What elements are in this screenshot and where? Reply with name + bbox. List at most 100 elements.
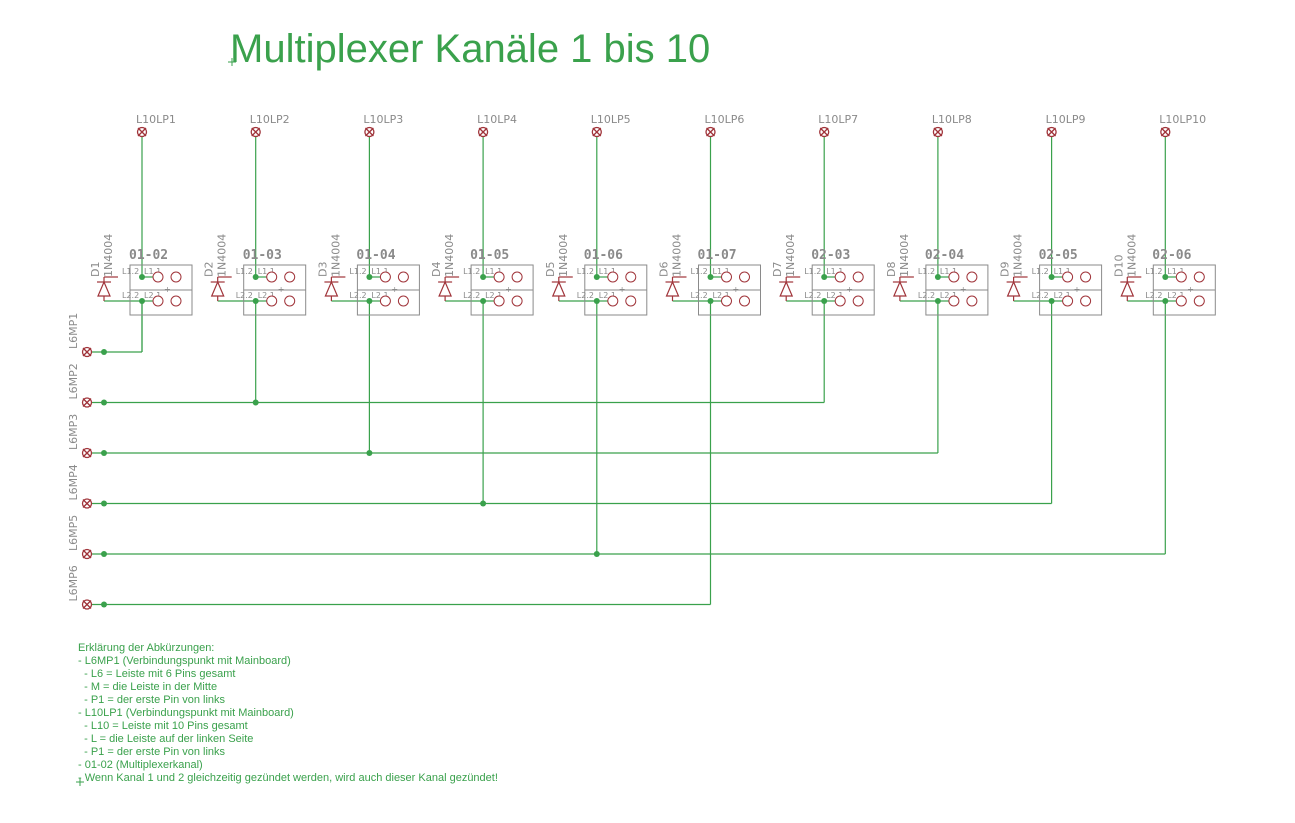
legend-line: Erklärung der Abkürzungen: (78, 642, 214, 654)
relay-pad-icon (966, 271, 978, 283)
diode-name-label: D7 (771, 262, 784, 277)
relay-pin-label: L2.1 (713, 291, 730, 300)
junction-dot (593, 274, 600, 280)
top-connector-pin-icon (1160, 126, 1171, 138)
relay-pad-icon (1080, 295, 1092, 307)
relay-pad-icon (852, 271, 864, 283)
relay-pin-label: L1.2 (236, 267, 253, 276)
relay-channel-label: 01-04 (356, 248, 395, 263)
junction-dot (593, 551, 600, 557)
relay-pad-icon (379, 271, 391, 283)
junction-dot (101, 349, 107, 355)
top-connector-label: L10LP5 (591, 113, 631, 126)
left-connector-label: L6MP2 (67, 363, 80, 399)
relay-plus-label: + (960, 285, 967, 294)
relay-pad-icon (607, 295, 619, 307)
relay-channel-label: 02-06 (1152, 248, 1191, 263)
relay-pad-icon (834, 271, 846, 283)
diode-name-label: D2 (203, 262, 216, 277)
relay-pad-icon (397, 271, 409, 283)
junction-dot (252, 399, 259, 406)
origin-marker-bottom (76, 778, 84, 786)
relay-plus-label: + (505, 285, 512, 294)
origin-marker-top (228, 58, 236, 66)
relay-plus-label: + (164, 285, 171, 294)
relay-pad-icon (948, 295, 960, 307)
diode-part-label: 1N4004 (443, 234, 456, 277)
junction-dot (366, 274, 373, 280)
relay-pad-icon (397, 295, 409, 307)
diode-icon (892, 276, 914, 301)
diode-part-label: 1N4004 (784, 234, 797, 277)
relay-pad-icon (1062, 271, 1074, 283)
relay-pin-label: L2.1 (599, 291, 616, 300)
diode-icon (97, 276, 118, 301)
junction-dot (101, 450, 107, 456)
top-connector-label: L10LP3 (363, 113, 403, 126)
left-connector-label: L6MP4 (67, 464, 80, 500)
legend-line: - L10 = Leiste mit 10 Pins gesamt (78, 720, 248, 732)
relay-pad-icon (511, 295, 523, 307)
left-connector-pin-icon (81, 548, 93, 560)
relay-pin-label: L2.2 (918, 291, 935, 300)
relay-pad-icon (1175, 295, 1187, 307)
junction-dot (480, 500, 487, 507)
diode-part-label: 1N4004 (1012, 234, 1025, 277)
relay-pad-icon (493, 271, 505, 283)
top-connector-label: L10LP10 (1159, 113, 1206, 126)
diode-icon (665, 276, 687, 301)
relay-pin-label: L1.2 (463, 267, 480, 276)
relay-pad-icon (284, 295, 296, 307)
top-connector-label: L10LP9 (1046, 113, 1086, 126)
legend-line: - Wenn Kanal 1 und 2 gleichzeitig gezünd… (78, 772, 498, 784)
relay-pad-icon (852, 295, 864, 307)
relay-pad-icon (739, 295, 750, 307)
relay-channel-label: 02-05 (1039, 248, 1078, 263)
top-connector-label: L10LP6 (705, 113, 745, 126)
junction-dot (1048, 274, 1055, 280)
junction-dot (101, 551, 107, 557)
relay-pad-icon (152, 271, 164, 283)
diode-icon (210, 276, 232, 301)
relay-pin-label: L1.1 (1054, 267, 1071, 276)
relay-pin-label: L1.2 (577, 267, 594, 276)
diode-part-label: 1N4004 (329, 234, 342, 277)
relay-pad-icon (170, 295, 182, 307)
relay-pin-label: L1.1 (1167, 267, 1184, 276)
legend: Erklärung der Abkürzungen:- L6MP1 (Verbi… (78, 642, 498, 784)
wires-layer (91, 136, 1177, 608)
junction-dot (101, 500, 107, 507)
relay-pin-label: L2.1 (940, 291, 957, 300)
relay-pin-label: L2.1 (144, 291, 161, 300)
top-connector-label: L10LP1 (136, 113, 176, 126)
relay-pin-label: L1.2 (804, 267, 821, 276)
left-connector-pin-icon (81, 346, 93, 358)
relay-channel-label: 01-06 (584, 248, 623, 263)
relay-pad-icon (739, 271, 750, 283)
relay-pin-label: L1.1 (826, 267, 843, 276)
relay-pin-label: L2.2 (691, 291, 708, 300)
relay-pin-label: L2.1 (826, 291, 843, 300)
relay-channel-label: 01-05 (470, 248, 509, 263)
junction-dot (101, 601, 107, 608)
diode-part-label: 1N4004 (557, 234, 570, 277)
diode-name-label: D1 (89, 262, 102, 277)
legend-line: - 01-02 (Multiplexerkanal) (78, 759, 203, 771)
junction-dot (934, 274, 941, 280)
relay-plus-label: + (619, 285, 626, 294)
diode-part-label: 1N4004 (102, 234, 115, 277)
relay-pin-label: L1.1 (371, 267, 388, 276)
relay-plus-label: + (391, 285, 398, 294)
left-connector-pin-icon (81, 599, 93, 610)
relay-pad-icon (948, 271, 960, 283)
relay-pin-label: L2.2 (122, 291, 139, 300)
diode-name-label: D5 (544, 262, 557, 277)
legend-line: - P1 = der erste Pin von links (78, 746, 226, 758)
relay-pin-label: L2.1 (1054, 291, 1071, 300)
relay-pin-label: L1.1 (258, 267, 275, 276)
